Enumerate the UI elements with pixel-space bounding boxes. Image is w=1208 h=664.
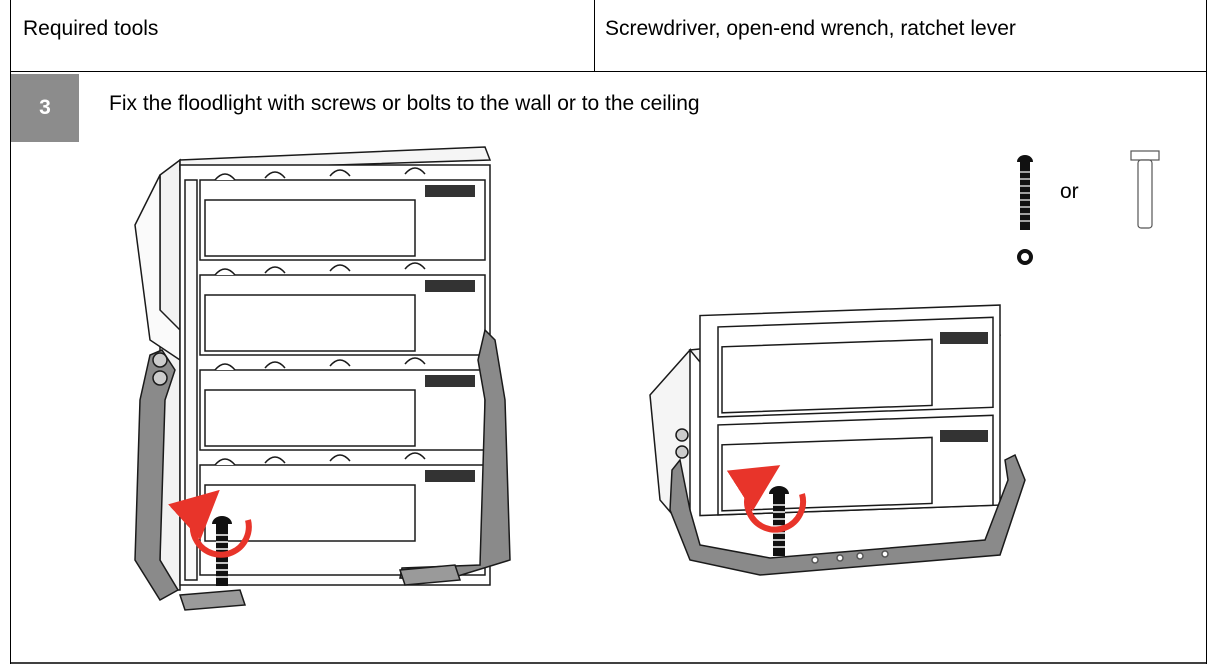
washer-icon [1017,249,1033,265]
left-mounting-bracket [134,349,180,602]
wiska-logo-plates [425,185,475,482]
small-floodlight-image [649,304,1026,576]
tools-value: Screwdriver, open-end wrench, ratchet le… [605,17,1016,40]
large-light-modules [199,179,486,576]
large-rotation-arrow-icon [168,489,252,558]
small-rotation-arrow-icon [726,465,807,533]
or-label: or [1060,180,1079,203]
tools-row: Required tools Screwdriver, open-end wre… [11,0,1206,72]
right-mounting-bracket [399,328,511,581]
tools-label-cell: Required tools [11,0,595,71]
bolt-icon [1130,150,1160,229]
tools-label: Required tools [23,17,159,40]
screw-icon [1017,155,1033,230]
small-mounting-bracket [669,453,1026,576]
large-floodlight-image [134,146,511,611]
instruction-table: Required tools Screwdriver, open-end wre… [10,0,1207,664]
step-number-badge: 3 [11,74,79,142]
step-instruction: Fix the floodlight with screws or bolts … [109,92,700,115]
step-number: 3 [39,96,51,119]
